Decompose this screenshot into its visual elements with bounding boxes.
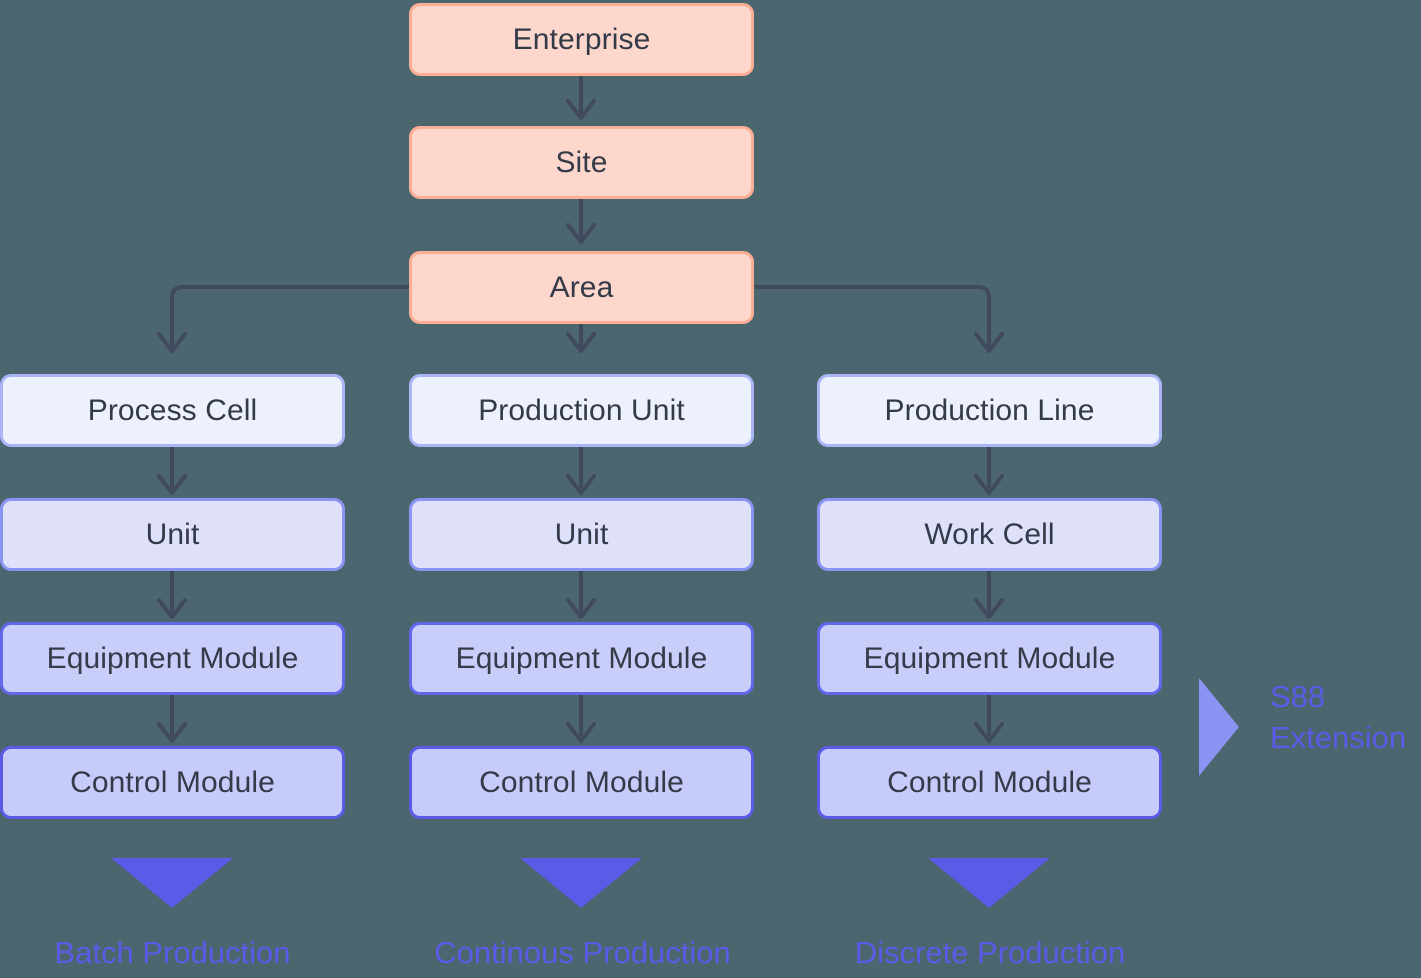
s88-extension-arrow-icon: [1199, 678, 1239, 776]
node-label: Site: [555, 146, 608, 179]
continuous-production-arrow-icon: [520, 858, 642, 908]
node-equipment-module-discrete[interactable]: Equipment Module: [817, 622, 1162, 695]
node-process-cell[interactable]: Process Cell: [0, 374, 345, 447]
node-equipment-module-continuous[interactable]: Equipment Module: [409, 622, 754, 695]
outcome-label-discrete: Discrete Production: [854, 935, 1126, 970]
s88-extension-line-1: S88: [1270, 679, 1326, 714]
s88-extension-annotation: S88 Extension: [1270, 676, 1406, 758]
node-label: Equipment Module: [46, 642, 299, 675]
node-control-module-batch[interactable]: Control Module: [0, 746, 345, 819]
node-label: Production Unit: [478, 394, 685, 427]
node-label: Production Line: [884, 394, 1095, 427]
node-label: Control Module: [887, 766, 1092, 799]
node-control-module-discrete[interactable]: Control Module: [817, 746, 1162, 819]
outcome-label-batch: Batch Production: [54, 935, 291, 970]
node-work-cell[interactable]: Work Cell: [817, 498, 1162, 571]
node-label: Equipment Module: [863, 642, 1116, 675]
node-area[interactable]: Area: [409, 251, 754, 324]
node-production-line[interactable]: Production Line: [817, 374, 1162, 447]
node-label: Unit: [145, 518, 200, 551]
node-label: Process Cell: [87, 394, 258, 427]
node-label: Work Cell: [924, 518, 1055, 551]
node-label: Equipment Module: [455, 642, 708, 675]
node-unit-continuous[interactable]: Unit: [409, 498, 754, 571]
node-site[interactable]: Site: [409, 126, 754, 199]
node-control-module-continuous[interactable]: Control Module: [409, 746, 754, 819]
node-label: Control Module: [479, 766, 684, 799]
s88-extension-line-2: Extension: [1270, 720, 1407, 756]
node-equipment-module-batch[interactable]: Equipment Module: [0, 622, 345, 695]
node-enterprise[interactable]: Enterprise: [409, 3, 754, 76]
discrete-production-arrow-icon: [928, 858, 1050, 908]
node-unit-batch[interactable]: Unit: [0, 498, 345, 571]
node-label: Unit: [554, 518, 609, 551]
node-label: Control Module: [70, 766, 275, 799]
outcome-label-continuous: Continous Production: [434, 935, 731, 970]
node-label: Area: [549, 271, 614, 304]
batch-production-arrow-icon: [111, 858, 233, 908]
node-label: Enterprise: [512, 23, 651, 56]
node-production-unit[interactable]: Production Unit: [409, 374, 754, 447]
